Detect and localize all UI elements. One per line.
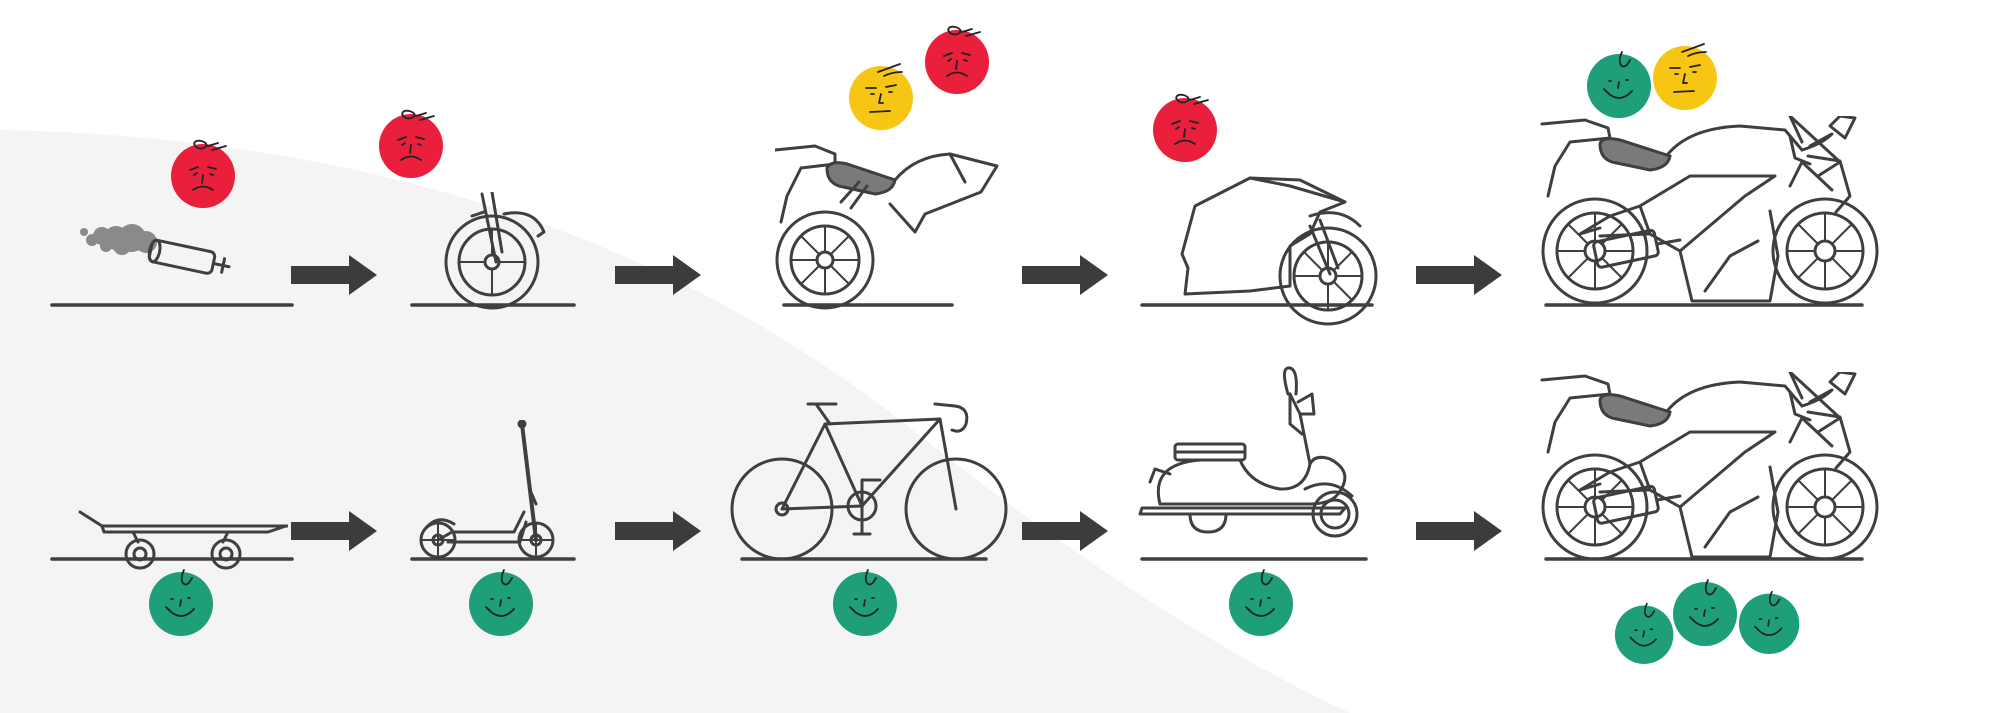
bottom-stage-5 xyxy=(1540,372,1879,664)
top-stage-5 xyxy=(1540,43,1879,307)
top-stage-1 xyxy=(50,139,294,307)
bottom-stage-4 xyxy=(1138,366,1368,636)
happy-face-icon xyxy=(1672,579,1738,646)
bottom-stage-1 xyxy=(50,510,294,636)
bottom-stage-2 xyxy=(410,420,576,636)
motorcycle-icon xyxy=(1540,116,1879,305)
motorcycle-icon xyxy=(1540,372,1879,561)
top-stage-4 xyxy=(1140,93,1378,326)
top-stage-3 xyxy=(775,25,999,310)
neutral-face-icon xyxy=(1652,43,1718,110)
arrow-right-icon xyxy=(1416,255,1502,295)
happy-face-icon xyxy=(1228,569,1294,636)
half-motorcycle-icon xyxy=(775,144,999,310)
arrow-right-icon xyxy=(1022,255,1108,295)
rear-wheel-fairing-icon xyxy=(1180,176,1378,326)
top-stage-2 xyxy=(378,109,576,310)
happy-face-icon xyxy=(1738,590,1801,654)
unhappy-face-icon xyxy=(924,25,990,94)
bottom-stage-3 xyxy=(730,402,1008,636)
happy-face-icon xyxy=(1586,51,1652,118)
unhappy-face-icon xyxy=(378,109,444,178)
arrow-right-icon xyxy=(1416,511,1502,551)
vespa-scooter-icon xyxy=(1138,366,1359,538)
unhappy-face-icon xyxy=(1152,93,1218,162)
neutral-face-icon xyxy=(848,63,914,130)
top-row xyxy=(50,25,1879,326)
bottom-row xyxy=(50,366,1879,664)
happy-face-icon xyxy=(1614,602,1675,664)
